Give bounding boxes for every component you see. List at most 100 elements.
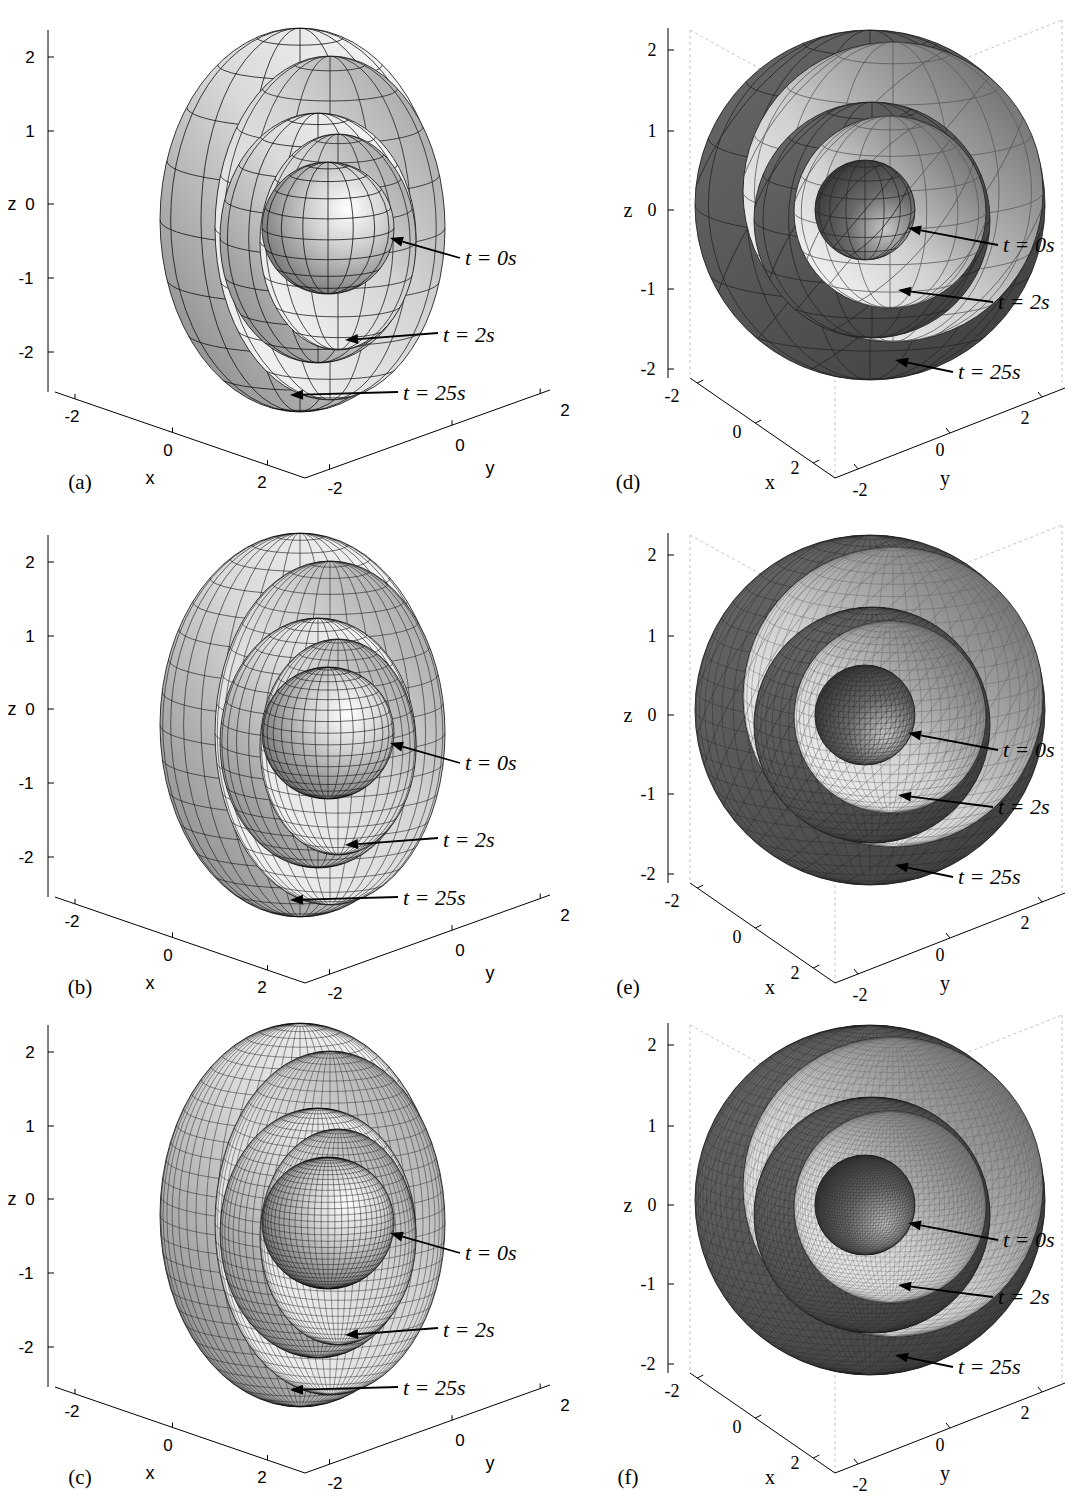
grid-line [823, 665, 945, 797]
mesh-diagonals [721, 42, 1058, 381]
tick-mark [452, 925, 453, 930]
tick-mark [697, 1375, 703, 1378]
grid-line [1062, 1015, 1063, 1383]
grid-line [794, 868, 946, 882]
middle-shell [220, 618, 416, 868]
grid-line [808, 1364, 932, 1375]
grid-line [768, 1038, 1078, 1408]
grid-line [815, 777, 965, 791]
arrowhead [895, 863, 909, 873]
grid-line [865, 665, 871, 765]
grid-line [710, 0, 1018, 341]
grid-line [787, 86, 999, 105]
grid-line [773, 607, 1053, 912]
surface-grid [260, 134, 416, 350]
grid-line [789, 604, 971, 813]
surface-grid [262, 1157, 394, 1290]
tick-mark [697, 885, 703, 888]
grid-line [768, 548, 1078, 913]
initial-sphere [262, 162, 394, 294]
grid-line [724, 536, 1078, 988]
tick-mark [668, 1045, 674, 1046]
surface-grid [665, 11, 1078, 428]
grid-line [810, 1111, 1015, 1339]
grid-line [575, 901, 1017, 1375]
grid-line [277, 775, 378, 784]
grid-line [303, 1284, 354, 1289]
grid-line [846, 840, 899, 845]
grid-line [768, 1038, 1078, 1440]
grid-line [267, 1248, 389, 1259]
grid-line [724, 1026, 1078, 1472]
arrowhead [390, 742, 404, 752]
leader-line [303, 392, 398, 395]
grid-line [628, 920, 1018, 1336]
tick-mark [48, 57, 54, 58]
grid-line [865, 1155, 868, 1255]
mesh-diagonals [563, 0, 1078, 514]
grid-line [815, 210, 915, 219]
grid-line [622, 425, 1018, 846]
grid-line [322, 1157, 335, 1158]
middle-shell-interior [260, 639, 416, 855]
surface-grid [215, 1051, 445, 1396]
grid-line [311, 646, 364, 651]
grid-line [328, 1157, 372, 1289]
grid-line [328, 1157, 329, 1289]
grid-line [690, 1025, 691, 1373]
grid-line [824, 1323, 921, 1332]
tick-mark [668, 874, 674, 875]
grid-line [804, 759, 977, 775]
grid-line [830, 750, 901, 756]
middle-shell-interior [260, 134, 416, 350]
grid-line [787, 1081, 999, 1100]
grid-line [724, 1026, 1078, 1478]
grid-line [839, 798, 941, 807]
grid-line [631, 923, 1018, 1336]
tick-mark [668, 50, 674, 51]
grid-line [295, 790, 361, 796]
grid-line [848, 803, 931, 810]
mesh-diagonals [551, 390, 1078, 1029]
grid-line [698, 979, 1018, 1336]
tick-mark [267, 965, 268, 970]
grid-line [810, 1111, 1058, 1375]
grid-line [879, 622, 900, 624]
grid-line [833, 836, 911, 843]
grid-line [838, 1372, 901, 1378]
initial-sphere [262, 1157, 394, 1289]
grid-line [771, 1344, 970, 1362]
leader-line [908, 363, 953, 372]
tick-mark [329, 1459, 330, 1464]
grid-line [1062, 20, 1063, 388]
grid-line [851, 1119, 930, 1126]
grid-line [858, 808, 921, 814]
grid-line [837, 1328, 907, 1334]
grid-line [823, 1155, 913, 1260]
grid-line [569, 896, 1016, 1374]
tick-mark [668, 210, 674, 211]
grid-line [299, 1356, 337, 1359]
grid-line [719, 1035, 971, 1303]
grid-line [838, 673, 891, 678]
grid-line [810, 621, 992, 830]
grid-line [724, 1026, 1078, 1499]
grid-line [779, 1350, 960, 1366]
grid-line [724, 1026, 1078, 1499]
grid-line [286, 1024, 313, 1026]
grid-line [838, 757, 891, 762]
grid-line [265, 248, 391, 259]
grid-line [724, 536, 1078, 1016]
grid-line [650, 939, 1018, 1336]
grid-line [844, 1330, 900, 1335]
grid-line [823, 1155, 942, 1284]
y-axis [835, 388, 1065, 478]
grid-line [805, 1312, 939, 1324]
grid-line [817, 1319, 927, 1329]
grid-line [810, 621, 1064, 890]
grid-line [290, 1353, 347, 1358]
tick-mark [48, 709, 54, 710]
grid-line [843, 555, 942, 564]
grid-line [319, 1052, 342, 1054]
grid-line [840, 1047, 946, 1057]
